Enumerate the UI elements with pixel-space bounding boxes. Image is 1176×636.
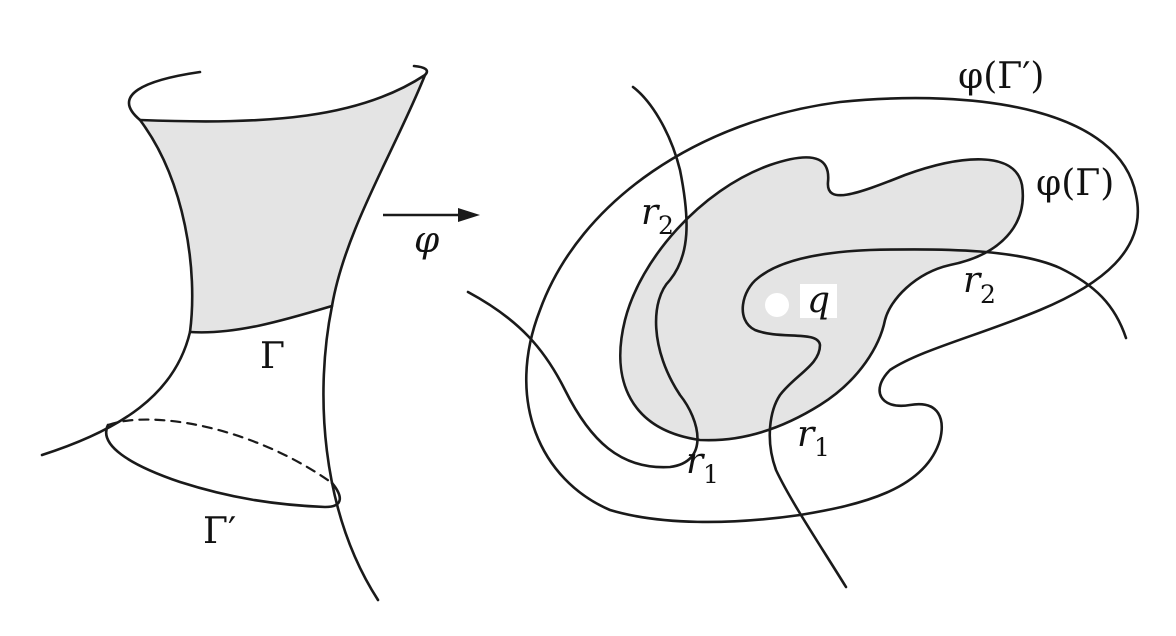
point-q <box>765 293 789 317</box>
point-q-label: q <box>807 280 830 321</box>
r2-right-letter: r <box>963 260 982 301</box>
r1-right-label: r 1 <box>797 414 830 462</box>
r1-left-curve <box>466 85 699 469</box>
gamma-prime-hidden <box>106 418 334 485</box>
gamma-prime-label: Γ′ <box>203 511 236 552</box>
r2-upper-subscript: 2 <box>658 211 674 240</box>
gamma-label: Γ <box>260 336 285 377</box>
map-arrow: φ <box>383 208 480 261</box>
surface: Γ Γ′ <box>40 64 429 602</box>
phi-gamma-curve <box>619 156 1025 442</box>
phi-gamma-prime-curve <box>525 96 1139 524</box>
r2-right-subscript: 2 <box>980 280 996 309</box>
map-label: φ <box>414 220 440 261</box>
top-rim-front <box>138 73 427 123</box>
phi-gamma-label: φ(Γ) <box>1036 163 1114 204</box>
r1-left-subscript: 1 <box>703 460 719 489</box>
gamma-curve <box>188 304 334 334</box>
gamma-prime-front <box>104 423 342 509</box>
r2-right-label: r 2 <box>963 260 996 309</box>
r1-inner-curve <box>741 248 1128 589</box>
r1-right-subscript: 1 <box>814 433 830 462</box>
surface-shaded-region <box>140 75 425 333</box>
r2-upper-letter: r <box>641 192 660 233</box>
r1-left-letter: r <box>686 441 705 482</box>
point-q-label-box <box>800 284 837 318</box>
r1-right-letter: r <box>797 414 816 455</box>
image-region: q φ(Γ′) φ(Γ) r 2 r 2 r 1 r 1 <box>466 56 1139 589</box>
top-rim-back-right <box>412 64 429 77</box>
phi-gamma-prime-label: φ(Γ′) <box>958 56 1044 97</box>
top-rim-back <box>127 70 202 122</box>
r1-left-label: r 1 <box>686 441 719 489</box>
r2-upper-label: r 2 <box>641 192 674 240</box>
arrow-head-icon <box>458 208 480 222</box>
